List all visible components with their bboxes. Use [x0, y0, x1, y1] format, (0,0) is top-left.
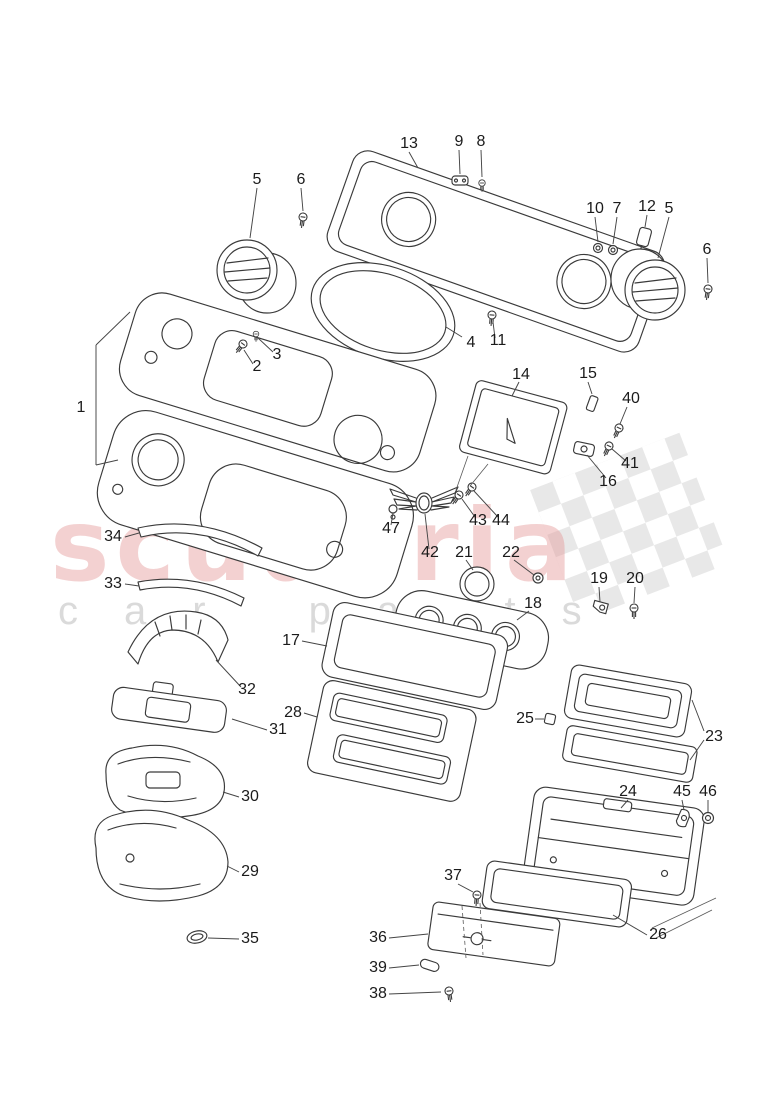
part-label-14: 14: [512, 366, 530, 383]
part-label-46: 46: [699, 783, 717, 800]
screw-part-38: [443, 985, 456, 1003]
part-label-2: 2: [253, 358, 262, 375]
retainer-part-25: [543, 712, 557, 726]
screw-part-6-right: [701, 283, 714, 301]
part-label-30: 30: [241, 788, 259, 805]
screw-part-20: [629, 603, 639, 620]
part-label-8: 8: [477, 133, 486, 150]
trim-strip-33: [137, 578, 245, 607]
part-label-11: 11: [490, 332, 507, 349]
right-air-vent: [610, 248, 686, 321]
part-label-10: 10: [586, 200, 604, 217]
part-label-6-left: 6: [297, 171, 306, 188]
part-label-6-right: 6: [703, 241, 712, 258]
part-label-31: 31: [269, 721, 287, 738]
air-vent-assembly: [307, 680, 477, 802]
lower-trim-bar: [427, 901, 561, 967]
part-label-26: 26: [649, 926, 667, 943]
part-label-3: 3: [273, 346, 282, 363]
part-label-12: 12: [638, 198, 656, 215]
part-label-36: 36: [369, 929, 387, 946]
part-label-4: 4: [467, 334, 476, 351]
column-cover-upper: [111, 681, 227, 733]
part-label-20: 20: [626, 570, 644, 587]
grommet-part-22: [532, 572, 544, 584]
clip-ring-part-35: [186, 930, 208, 944]
part-label-22: 22: [502, 544, 520, 561]
nut-part-7: [607, 244, 619, 256]
washer-part-10: [592, 242, 604, 254]
column-lower-cowl: [94, 809, 229, 902]
clip-part-9: [451, 175, 469, 186]
bracket-part-16: [572, 441, 596, 457]
instrument-panel-housing-lower: [96, 410, 414, 599]
steering-column-cowl: [127, 610, 229, 665]
bentley-wings-emblem: [389, 486, 459, 514]
center-panel: [321, 601, 509, 710]
part-label-13: 13: [400, 135, 418, 152]
part-label-17: 17: [282, 632, 300, 649]
leader-lines: [95, 149, 709, 995]
screw-part-6-left: [296, 211, 309, 229]
screw-part-40: [610, 422, 625, 441]
left-air-vent: [216, 239, 297, 314]
part-label-5-left: 5: [253, 171, 262, 188]
knob-part-12: [635, 226, 653, 254]
clip-part-15: [585, 395, 599, 412]
part-label-7: 7: [613, 200, 622, 217]
part-label-44: 44: [492, 512, 510, 529]
trim-strip-34: [137, 523, 263, 557]
part-label-18: 18: [524, 595, 542, 612]
part-label-47: 47: [382, 520, 400, 537]
part-label-1: 1: [77, 399, 86, 416]
part-label-39: 39: [369, 959, 387, 976]
part-label-32: 32: [238, 681, 256, 698]
part-callouts: 13 9 8 5 6 10 7 12 5 6 2 3 4 11 1 14 15 …: [77, 133, 723, 1002]
display-trim-panel: [459, 380, 568, 475]
part-label-37: 37: [444, 867, 462, 884]
part-label-19: 19: [590, 570, 608, 587]
part-label-34: 34: [104, 528, 122, 545]
part-label-24: 24: [619, 783, 637, 800]
part-label-21: 21: [455, 544, 473, 561]
pad-part-39: [419, 958, 440, 972]
bracket-part-19: [592, 599, 609, 615]
part-label-23: 23: [705, 728, 723, 745]
part-label-40: 40: [622, 390, 640, 407]
part-label-35: 35: [241, 930, 259, 947]
glovebox-tray: [562, 664, 698, 783]
screw-part-11: [486, 310, 497, 327]
column-cover-shell: [105, 744, 226, 819]
ring-part-46: [701, 811, 715, 825]
instrument-panel-housing-upper: [118, 292, 437, 473]
part-label-25: 25: [516, 710, 534, 727]
part-label-38: 38: [369, 985, 387, 1002]
part-label-41: 41: [621, 455, 639, 472]
instrument-cluster-lens: [310, 262, 456, 362]
part-label-5-right: 5: [665, 200, 674, 217]
part-label-29: 29: [241, 863, 259, 880]
part-label-33: 33: [104, 575, 122, 592]
part-label-43: 43: [469, 512, 487, 529]
part-label-42: 42: [421, 544, 439, 561]
latch-hook-part-45: [675, 808, 690, 828]
part-label-9: 9: [455, 133, 464, 150]
part-label-16: 16: [599, 473, 617, 490]
gauge-bezel-ring: [459, 566, 495, 602]
part-label-15: 15: [579, 365, 597, 382]
part-label-45: 45: [673, 783, 691, 800]
checkered-flag-watermark: [530, 432, 730, 621]
part-label-28: 28: [284, 704, 302, 721]
upper-trim-panel: [326, 150, 666, 353]
